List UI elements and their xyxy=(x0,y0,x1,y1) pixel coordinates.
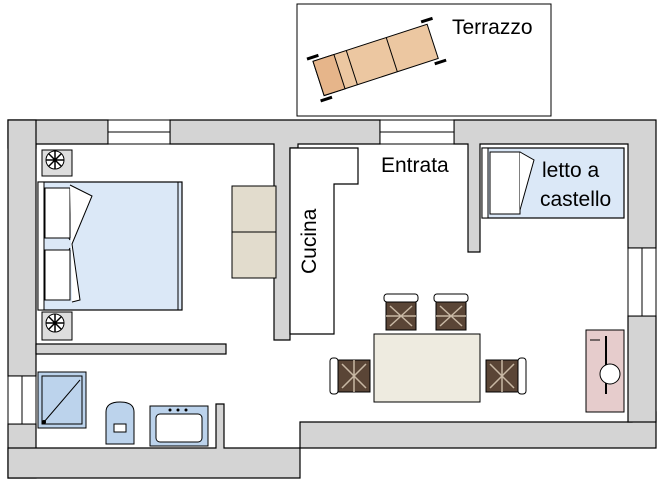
chair-icon xyxy=(329,357,371,395)
chair-icon xyxy=(383,293,419,331)
shower-icon xyxy=(37,371,87,429)
bedroom xyxy=(37,149,277,341)
chair-icon xyxy=(433,293,469,331)
washing-machine-icon xyxy=(585,329,625,413)
bunk-bed-label-line1: letto a xyxy=(542,159,600,182)
entrance-label: Entrata xyxy=(381,154,449,177)
dining-table xyxy=(373,333,481,403)
dining-area xyxy=(329,293,527,403)
sun-lounger-icon xyxy=(306,16,447,103)
sofa xyxy=(231,185,277,279)
fan-lamp-icon xyxy=(41,311,73,341)
kitchen-label: Cucina xyxy=(298,208,321,274)
sink-icon xyxy=(149,405,209,447)
bunk-bed-label-line2: castello xyxy=(540,188,611,211)
terrace-area: Terrazzo xyxy=(296,3,552,117)
toilet-icon xyxy=(105,401,135,445)
chair-icon xyxy=(485,357,527,395)
windows xyxy=(7,119,657,425)
bathroom xyxy=(37,371,209,447)
terrace-label: Terrazzo xyxy=(452,16,533,39)
fan-lamp-icon xyxy=(41,149,73,177)
bunk-bed: letto a castello xyxy=(481,147,625,219)
double-bed-icon xyxy=(37,181,183,311)
kitchen-counter: Cucina xyxy=(289,147,359,335)
